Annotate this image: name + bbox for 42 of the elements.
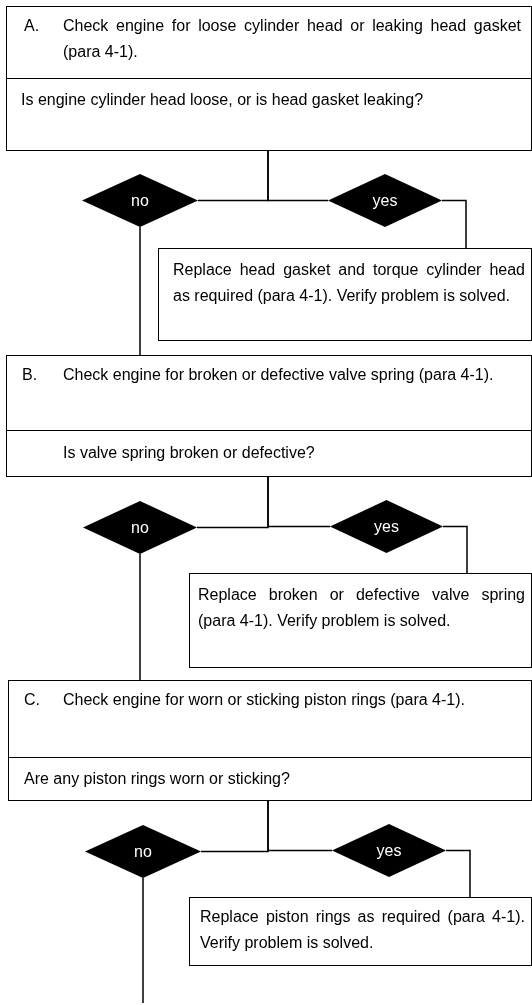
step-text: Check engine for broken or defective valve spring (para 4-1). — [63, 365, 495, 385]
decision-label: yes — [373, 517, 400, 536]
step-text: Check engine for loose cylinder head or leaking head gasket (para 4-1). — [63, 16, 521, 62]
decision-label: no — [130, 191, 150, 210]
action-text: Replace piston rings as required (para 4-1). Verify problem is solved. — [200, 907, 525, 953]
connector-line — [142, 877, 144, 1004]
decision-diamond — [328, 174, 442, 227]
question-box — [6, 430, 532, 477]
connector-line — [267, 150, 329, 202]
connector-line — [139, 553, 141, 681]
step-box — [8, 680, 532, 758]
decision-label: yes — [371, 191, 399, 210]
decision-diamond — [83, 501, 197, 554]
action-box — [189, 573, 532, 668]
decision-diamond — [330, 500, 443, 553]
decision-label: no — [133, 842, 153, 861]
step-letter: A. — [24, 16, 40, 36]
question-text: Are any piston rings worn or sticking? — [24, 769, 291, 789]
decision-label: yes — [375, 841, 403, 860]
question-box — [8, 757, 532, 801]
question-box — [6, 78, 532, 151]
decision-diamond — [332, 824, 446, 877]
question-text: Is valve spring broken or defective? — [63, 443, 316, 463]
connector-line — [139, 226, 141, 356]
decision-diamond — [82, 174, 198, 227]
question-text: Is engine cylinder head loose, or is head gasket leaking? — [21, 90, 425, 110]
action-text: Replace head gasket and torque cylinder head as required (para 4-1). Verify problem is solved. — [173, 260, 525, 306]
step-box — [6, 355, 532, 431]
decision-label: no — [130, 518, 150, 537]
connector-line — [267, 476, 331, 528]
step-letter: B. — [22, 365, 38, 385]
decision-diamond — [85, 825, 201, 878]
connector-line — [442, 525, 468, 574]
action-box — [158, 248, 532, 341]
action-text: Replace broken or defective valve spring (para 4-1). Verify problem is solved. — [198, 585, 525, 631]
step-text: Check engine for worn or sticking piston rings (para 4-1). — [63, 690, 466, 710]
step-box — [6, 6, 532, 79]
step-letter: C. — [24, 690, 40, 710]
connector-line — [441, 199, 467, 249]
connector-line — [445, 849, 471, 898]
connector-line — [267, 800, 333, 852]
action-box — [189, 897, 532, 966]
